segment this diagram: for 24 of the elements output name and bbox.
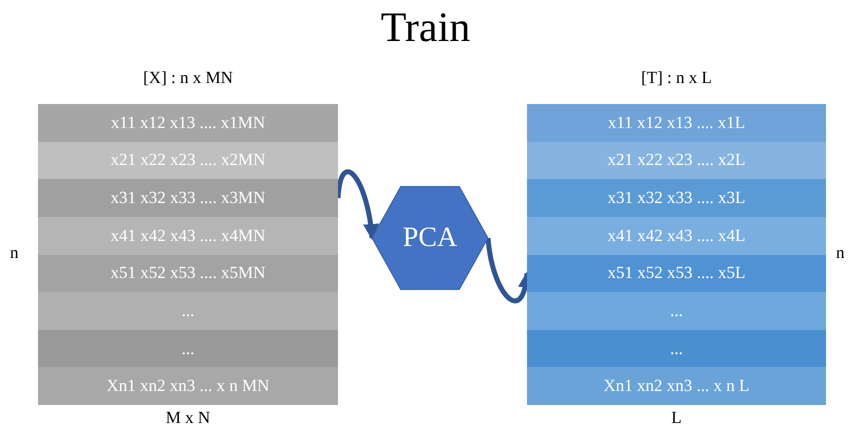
matrix-row: ...: [38, 330, 338, 368]
matrix-row: Xn1 xn2 xn3 ... x n L: [527, 367, 826, 405]
matrix-row: x11 x12 x13 .... x1MN: [38, 104, 338, 142]
matrix-row: x31 x32 x33 .... x3MN: [38, 179, 338, 217]
matrix-row: ...: [38, 292, 338, 330]
matrix-row: x11 x12 x13 .... x1L: [527, 104, 826, 142]
matrix-row: x21 x22 x23 .... x2L: [527, 142, 826, 180]
matrix-row: x31 x32 x33 .... x3L: [527, 179, 826, 217]
matrix-row: x21 x22 x23 .... x2MN: [38, 142, 338, 180]
matrix-row: x41 x42 x43 .... x4MN: [38, 216, 338, 254]
matrix-row: x51 x52 x53 .... x5MN: [38, 254, 338, 292]
dimension-label: n: [836, 242, 844, 262]
matrix-row: ...: [527, 330, 826, 368]
matrix-row: x41 x42 x43 .... x4L: [527, 216, 826, 254]
diagram-title: Train: [380, 4, 470, 52]
matrix-heading: [T] : n x L: [641, 68, 712, 88]
dimension-label: n: [10, 242, 18, 262]
step-label: PCA: [402, 222, 458, 254]
matrix-row: ...: [527, 292, 826, 330]
matrix-heading: [X] : n x MN: [143, 68, 233, 88]
dimension-label: M x N: [166, 408, 210, 428]
matrix-row: Xn1 xn2 xn3 ... x n MN: [38, 367, 338, 405]
dimension-label: L: [671, 408, 682, 428]
matrix-row: x51 x52 x53 .... x5L: [527, 254, 826, 292]
